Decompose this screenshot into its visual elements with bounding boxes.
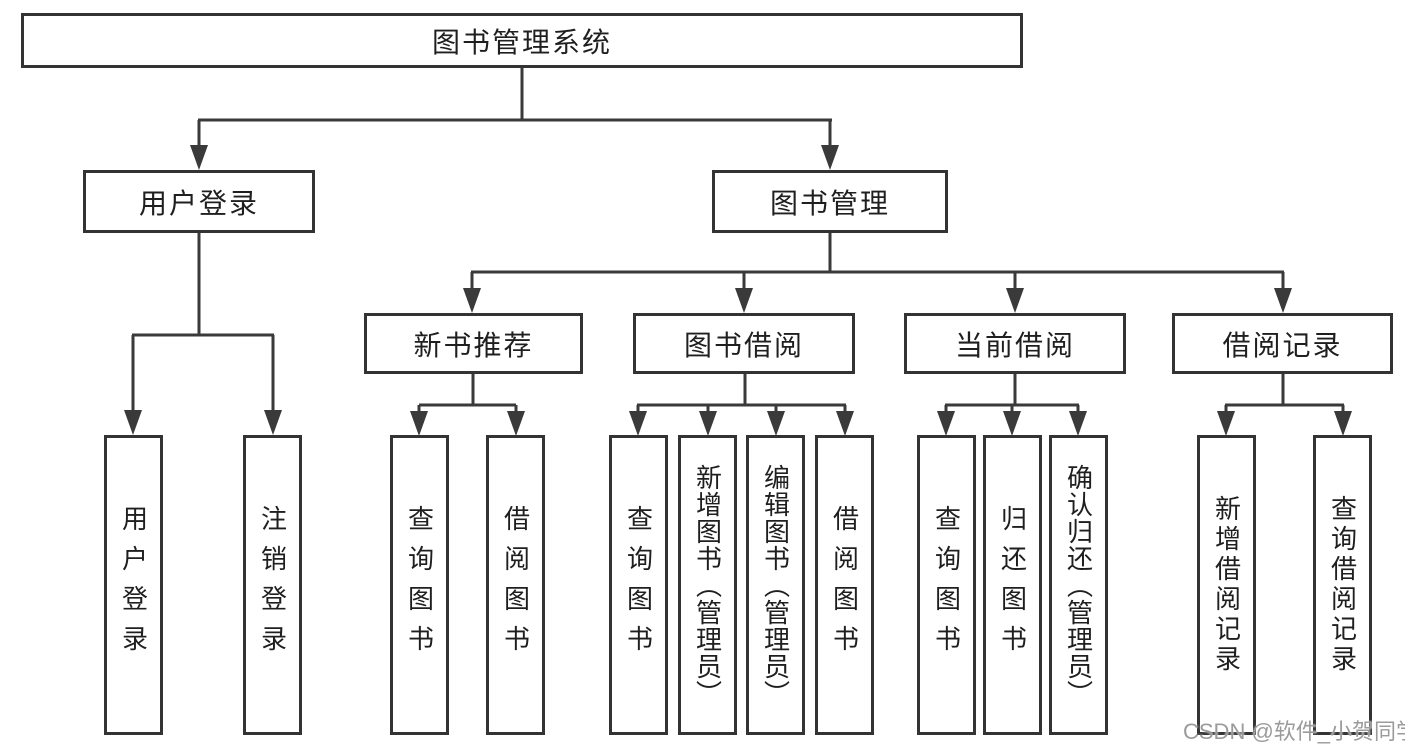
node-book-management-branch: 图书管理 [712, 170, 948, 233]
node-user-login-branch: 用户登录 [83, 170, 315, 233]
leaf-query-books-current: 查询图书 [917, 435, 976, 735]
leaf-query-books-borrowing: 查询图书 [609, 435, 668, 735]
node-library-management-system: 图书管理系统 [21, 13, 1023, 68]
leaf-user-login: 用户登录 [104, 435, 163, 735]
leaf-return-books: 归还图书 [983, 435, 1042, 735]
node-new-book-recommendation: 新书推荐 [364, 313, 583, 374]
leaf-edit-books-admin: 编辑图书（管理员） [746, 435, 805, 735]
leaf-query-books-recommend: 查询图书 [390, 435, 449, 735]
node-current-borrowing: 当前借阅 [904, 313, 1126, 374]
node-borrowing-records: 借阅记录 [1172, 313, 1393, 374]
leaf-confirm-return-admin: 确认归还（管理员） [1049, 435, 1108, 735]
leaf-add-books-admin: 新增图书（管理员） [678, 435, 737, 735]
csdn-watermark: CSDN @软件_小贺同学 [1183, 719, 1405, 744]
leaf-add-borrow-record: 新增借阅记录 [1197, 435, 1256, 735]
leaf-query-borrow-record: 查询借阅记录 [1313, 435, 1372, 735]
leaf-borrow-books: 借阅图书 [815, 435, 874, 735]
leaf-borrow-books-recommend: 借阅图书 [486, 435, 545, 735]
leaf-logout: 注销登录 [243, 435, 302, 735]
node-book-borrowing: 图书借阅 [633, 313, 855, 374]
